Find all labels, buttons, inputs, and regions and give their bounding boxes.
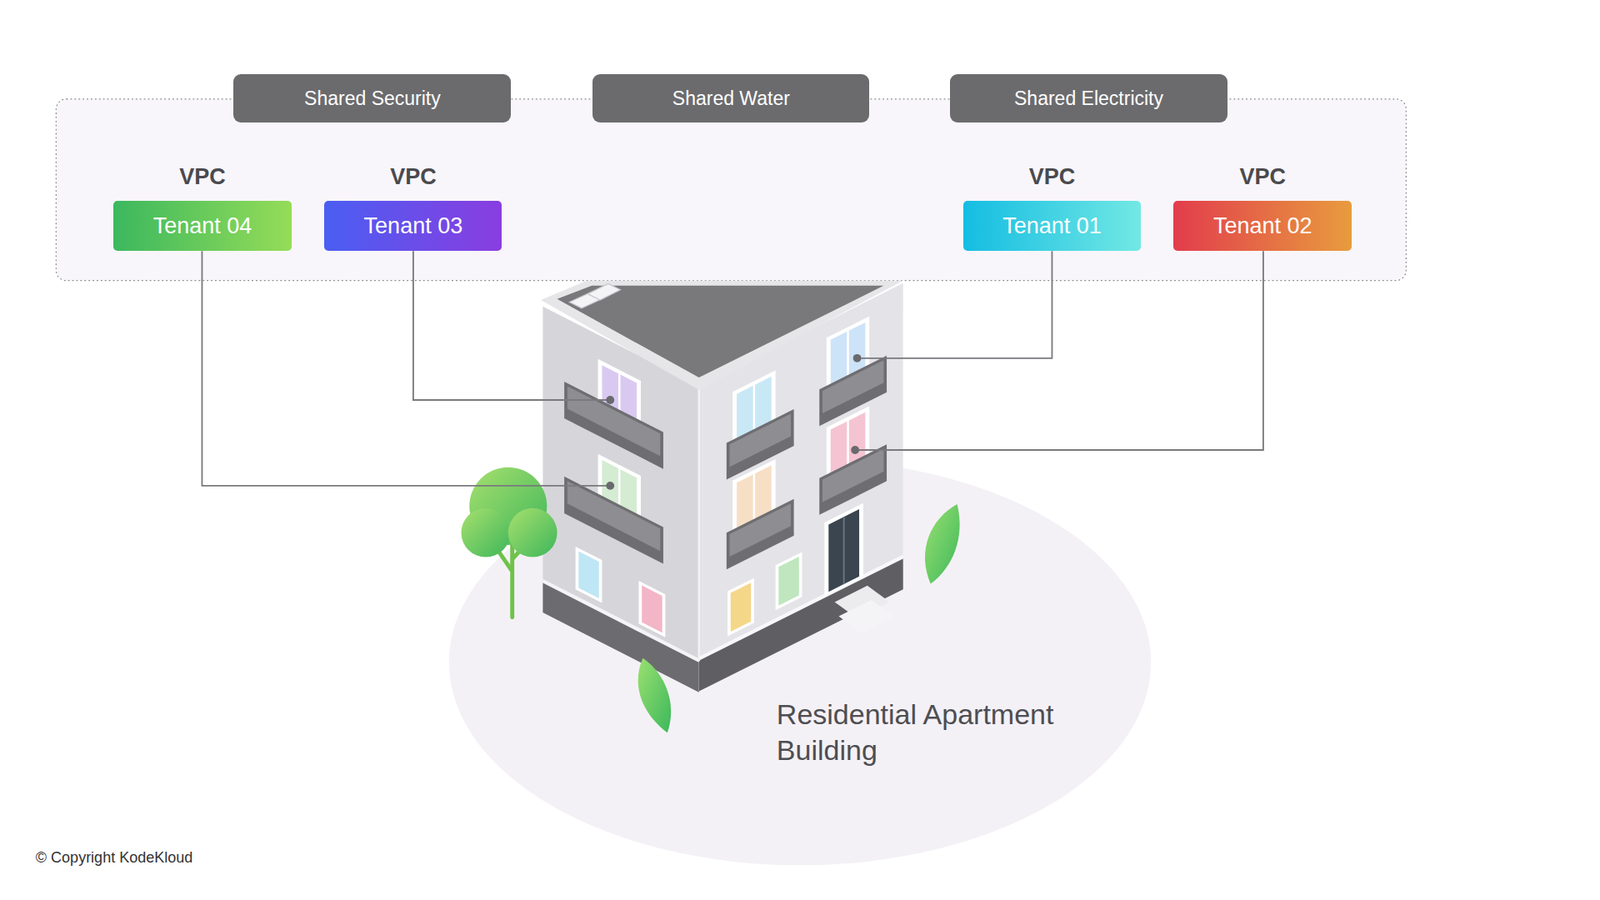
building-left-face [567,480,660,551]
plant-leaf [925,504,960,585]
leader-dots [605,481,615,490]
building-right-face [778,556,799,606]
building-roof-rim [540,280,904,390]
building-right-face [775,551,803,610]
door-steps [839,600,895,633]
service-name: Shared Water [672,87,790,110]
building-right-face [726,499,795,570]
vpc-heading: VPC [946,160,1158,193]
leader-dots [605,395,615,405]
building-right-face [843,516,845,585]
tenant-box: VPCTenant 03 [324,200,502,251]
tenant-box: VPCTenant 02 [1173,200,1352,251]
building-right-face [730,503,791,557]
building-left-face [641,585,662,634]
building-right-face [822,449,884,503]
shared-container [55,99,1406,281]
tenant-name: Tenant 02 [1213,213,1313,240]
tree [460,508,510,558]
leader-lines [201,250,610,486]
tenant-name: Tenant 03 [364,213,464,240]
building-corner [698,385,700,662]
tenant-box: VPCTenant 01 [963,200,1141,251]
shared-service-box: Shared Water [592,74,870,123]
leader-dots [605,354,861,490]
building-right-face [727,578,755,637]
tree [508,508,558,558]
building-left-face [575,546,603,604]
shared-service-box: Shared Electricity [950,74,1228,123]
building-left-face [567,386,660,457]
building-left-face [564,381,664,470]
building-left-face [542,583,699,693]
tenant-name: Tenant 04 [153,213,253,240]
service-name: Shared Electricity [1014,87,1164,110]
leader-lines [857,250,1053,359]
vpc-heading: VPC [96,160,309,193]
building-right-face [730,582,751,632]
building-right-face [822,360,884,414]
roof-unit [587,283,620,300]
leader-lines [201,250,1263,486]
service-name: Shared Security [304,87,441,110]
vpc-heading: VPC [1156,160,1369,193]
building-right-face [819,444,887,515]
shared-service-box: Shared Security [233,74,511,123]
leader-lines [413,250,610,400]
building-right-face [824,503,864,596]
leader-dots [850,445,860,455]
plant-leaf [638,658,672,733]
leader-dots [853,354,862,363]
tenant-name: Tenant 01 [1002,213,1102,240]
copyright-note: © Copyright KodeKloud [35,849,342,868]
tenant-box: VPCTenant 04 [113,200,292,251]
building-roof [557,285,885,378]
vpc-heading: VPC [307,160,519,193]
building-right-face [828,509,860,592]
leader-lines [855,250,1264,450]
building-left-face [578,550,599,599]
building-right-face [730,414,791,468]
building-caption: Residential Apartment Building [776,696,1073,768]
building-left-face [639,580,666,638]
tree [460,467,557,618]
